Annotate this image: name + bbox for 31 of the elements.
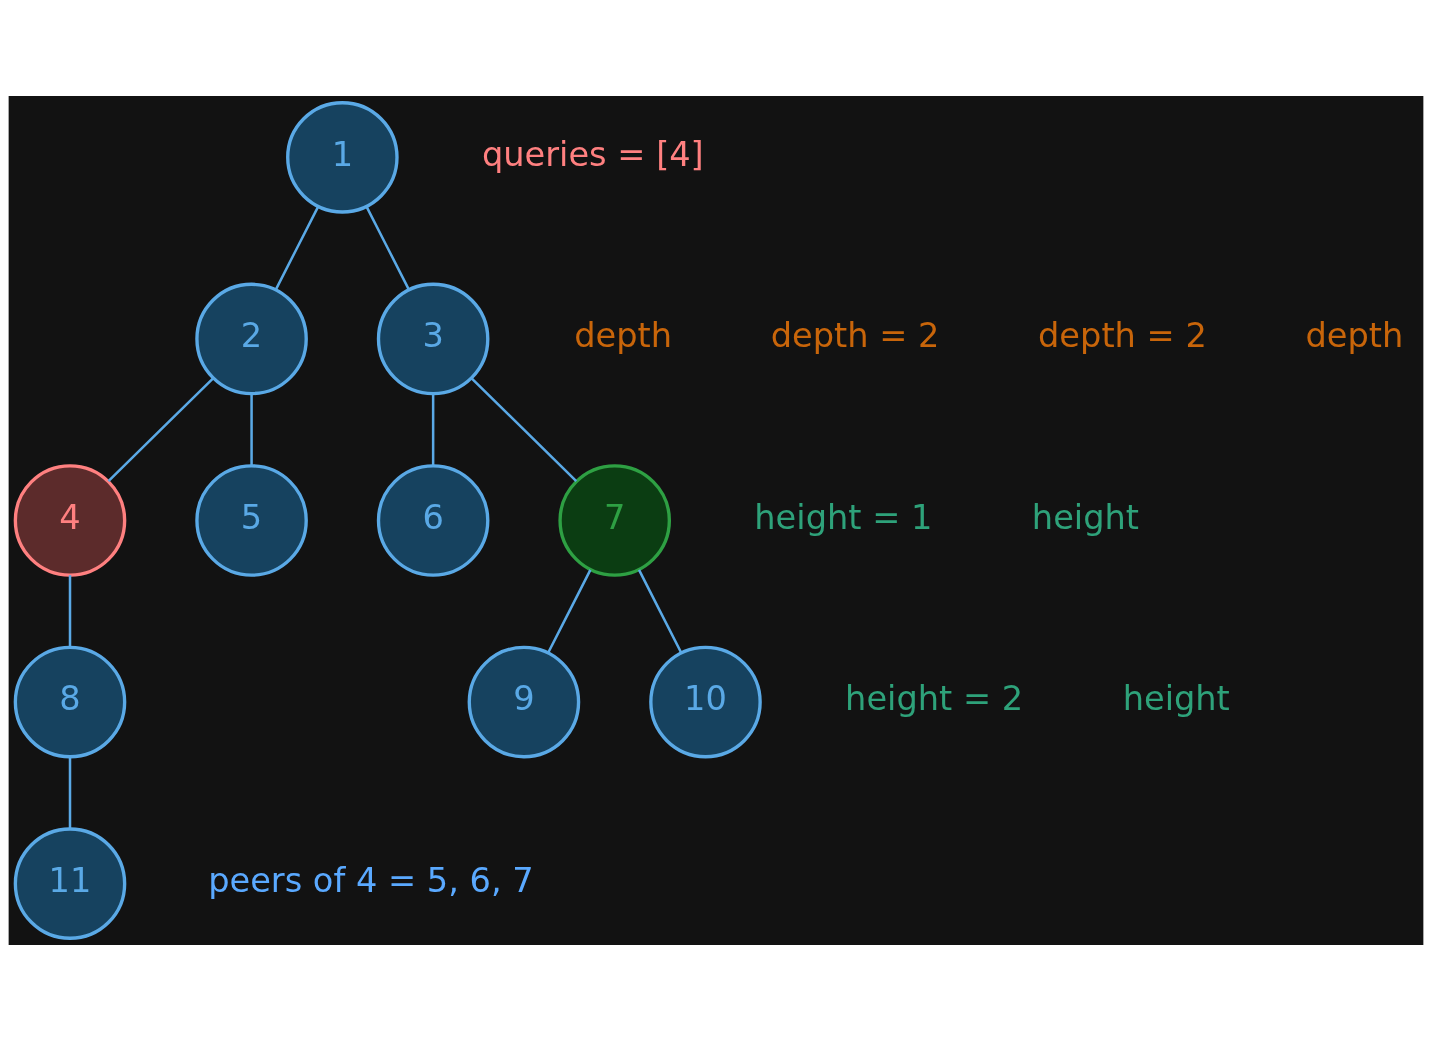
node-circle: 2 — [195, 282, 308, 395]
label: depth = 2 — [770, 315, 940, 355]
connector — [68, 574, 72, 647]
node-circle: 3 — [376, 282, 490, 395]
label: queries = [4] — [481, 134, 704, 174]
node-circle: 5 — [195, 463, 308, 577]
connector — [250, 393, 253, 466]
connector — [68, 756, 72, 829]
node-circle: 8 — [13, 645, 127, 758]
label: height = 1 — [754, 497, 933, 537]
label: height — [1122, 678, 1230, 718]
node-circle: 6 — [376, 463, 490, 577]
connector — [547, 568, 592, 653]
label: depth = 2 — [1038, 315, 1207, 355]
label: height = 2 — [845, 678, 1024, 718]
connector — [470, 377, 578, 482]
connector — [637, 568, 683, 653]
node-circle: 7 — [558, 463, 672, 577]
label: height — [1031, 497, 1140, 537]
node-circle: 4 — [13, 463, 127, 577]
connector — [107, 377, 214, 482]
connector — [274, 205, 320, 290]
connector — [365, 205, 410, 290]
label: depth — [1305, 315, 1404, 355]
label: peers of 4 = 5, 6, 7 — [208, 860, 534, 900]
node-circle: 10 — [649, 645, 762, 758]
node-circle: 11 — [13, 826, 127, 940]
node-circle: 9 — [467, 645, 581, 758]
node-circle: 1 — [286, 100, 399, 214]
label: depth — [574, 315, 673, 355]
connector — [431, 393, 435, 466]
